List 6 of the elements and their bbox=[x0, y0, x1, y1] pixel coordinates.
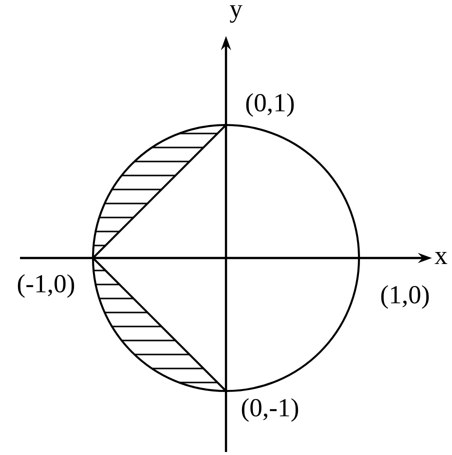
label: (-1,0) bbox=[18, 274, 74, 298]
label: (0,-1) bbox=[242, 398, 298, 422]
label: x bbox=[434, 252, 448, 264]
label: y bbox=[230, 5, 242, 23]
label: (0,1) bbox=[246, 93, 294, 117]
label: (1,0) bbox=[381, 285, 429, 309]
